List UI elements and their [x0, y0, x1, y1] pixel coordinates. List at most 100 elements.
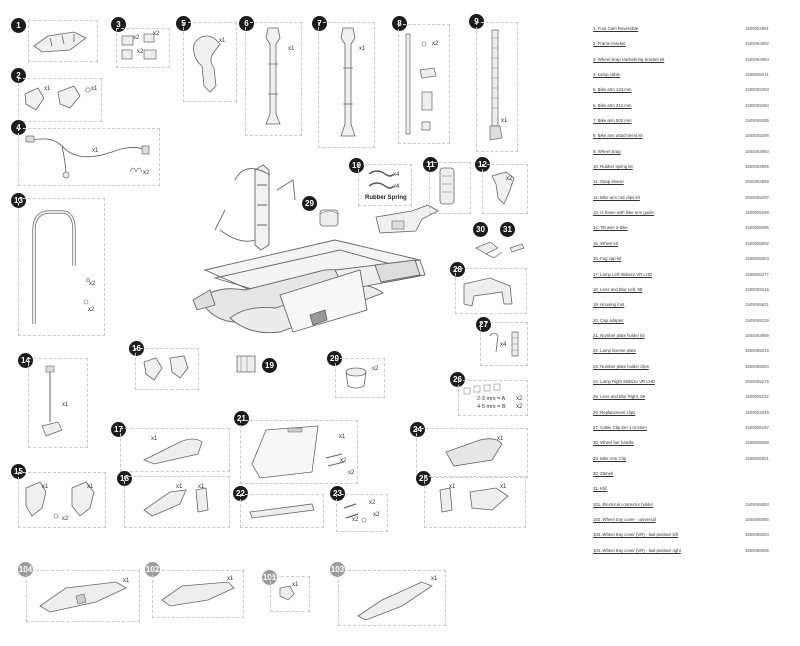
part-name[interactable]: 102. Wheel tray cover - universal [593, 517, 656, 522]
part-name[interactable]: 11. Strap sleeve [593, 179, 624, 185]
qty-15c: x2 [62, 516, 69, 522]
part-number: 1500055239 [745, 317, 769, 323]
part-number: 1500055003 [745, 256, 769, 262]
part-name[interactable]: 10. Rubber spring kit [593, 164, 633, 170]
qty-15a: x1 [42, 484, 49, 490]
part-name[interactable]: 19. Housing foot [593, 302, 625, 308]
part-name[interactable]: 16. Fog cap kit [593, 256, 622, 262]
part-box-25 [424, 476, 526, 528]
part-box-18 [124, 476, 230, 528]
part-name[interactable]: 4. Lamp cable [593, 72, 620, 78]
part-number: 1500055297 [745, 194, 769, 200]
qty-103: x1 [431, 576, 438, 582]
callout-7: 7 [312, 16, 327, 31]
qty-10b: x4 [393, 184, 400, 190]
part-number: 1500055197 [745, 424, 769, 430]
part-name[interactable]: 31. Klíč [593, 486, 608, 492]
electrical-connector-holder-drawing [279, 585, 295, 601]
qty-27: x4 [500, 342, 507, 348]
part-name[interactable]: 13. U-frame with bike arm guide [593, 210, 654, 216]
part-name[interactable]: 101. Electrical connector holder [593, 501, 654, 507]
u-frame-drawing [32, 210, 90, 324]
part-name[interactable]: 14. Tilt wire 2-bike [593, 225, 628, 231]
part-box-15 [18, 472, 106, 528]
callout-27: 27 [476, 317, 491, 332]
part-name[interactable]: 15. Wheel kit [593, 240, 618, 246]
qty-25a: x1 [449, 484, 456, 490]
parts-list-row: 30. Zämek [593, 471, 793, 486]
qty-13a: x2 [89, 281, 96, 287]
part-name[interactable]: 7. Bike arm 502 mm [593, 118, 632, 124]
part-box-13 [18, 198, 105, 336]
callout-19: 19 [262, 358, 277, 373]
part-name[interactable]: 3. Wheel strap ratchet/ring bracket kit [593, 56, 665, 62]
part-name[interactable]: 5. Bike arm 123 mm [593, 87, 632, 93]
part-name[interactable]: 20. Cap adapter [593, 317, 624, 323]
part-name[interactable]: 29. Bike Arm Clip [593, 455, 626, 461]
qty-2b: x1 [91, 86, 98, 92]
callout-21: 21 [234, 411, 249, 426]
lamp-right-drawing [445, 438, 503, 467]
strap-sleeve-drawing [439, 167, 455, 205]
part-name[interactable]: 9. Wheel strap [593, 148, 621, 154]
part-name[interactable]: 2. Frame bracket [593, 41, 626, 47]
part-name[interactable]: 8. Bike arm attachment kit [593, 133, 643, 139]
part-name[interactable]: 23. Number plate holder clips [593, 363, 649, 369]
part-name[interactable]: 21. Number plate holder kit [593, 332, 645, 338]
qty-23b: x2 [373, 512, 380, 518]
part-number: 1500054993 [745, 148, 769, 154]
qty-2a: x1 [44, 86, 51, 92]
parts-list-row: 104. Wheel tray cover (VR) - last positi… [593, 548, 793, 563]
lamp-left-drawing [143, 438, 203, 465]
part-name[interactable]: 1. Foot Cam Reversible [593, 26, 639, 31]
qty-15b: x1 [87, 484, 94, 490]
part-box-3 [116, 28, 170, 68]
part-name[interactable]: 25. Lens and Blur Right, 98 [593, 394, 646, 400]
wheel-tray-cover-universal-drawing [161, 581, 235, 607]
part-box-104 [26, 570, 140, 622]
qty-104: x1 [123, 578, 130, 584]
part-name[interactable]: 24. Lamp Right Midsize VR LHD [593, 378, 655, 384]
qty-3a: x2 [133, 35, 140, 41]
number-plate-holder-clips-drawing [343, 503, 367, 523]
qty-6: x1 [288, 46, 295, 52]
clamp-drawing [375, 204, 439, 234]
part-name[interactable]: 26. Replacement clips [593, 409, 636, 415]
qty-24: x1 [497, 436, 504, 442]
qty-21c: x2 [348, 470, 355, 476]
part-name[interactable]: 17. Lamp Left Midsize VR LHD [593, 271, 652, 277]
qty-9: x1 [501, 118, 508, 124]
callout-26: 26 [450, 372, 465, 387]
part-name[interactable]: 12. Bike arm rod clips kit [593, 194, 640, 200]
part-number: 1500055094 [745, 532, 769, 538]
qty-26a: x2 [516, 396, 523, 402]
part-name[interactable]: 27. Cable Clip Set 1+2.5mm [593, 424, 647, 430]
part-name[interactable]: 18. Lens and Blur Left, 98 [593, 286, 643, 292]
dimension-b-label: 4-5 mm = B [477, 404, 506, 410]
qty-5: x1 [219, 38, 226, 44]
part-number: 1500054994 [745, 56, 769, 62]
parts-list-row: 20. Cap adapter 1500055239 [593, 318, 793, 333]
parts-list-row: 14. Tilt wire 2-bike 1500055096 [593, 225, 793, 240]
part-number: 1500055096 [745, 225, 769, 231]
rubber-spring-drawing [368, 170, 394, 189]
part-name[interactable]: 30. Zämek [593, 470, 614, 476]
part-name[interactable]: 104. Wheel tray cover (VR) - last positi… [593, 547, 681, 553]
part-name[interactable]: 6. Bike arm 312 mm [593, 102, 632, 108]
part-name[interactable]: 22. Lamp license plate [593, 348, 636, 354]
part-name[interactable]: 30. Wheel bar handle [593, 440, 634, 446]
part-box-6 [245, 22, 302, 136]
part-number: 1500056095 [745, 547, 769, 553]
part-box-103 [338, 570, 446, 626]
callout-17: 17 [111, 422, 126, 437]
bike-carrier-assembly-drawing [192, 164, 426, 334]
callout-6: 6 [239, 16, 254, 31]
qty-101: x1 [292, 582, 299, 588]
part-name[interactable]: 103. Wheel tray cover (VR) - last positi… [593, 532, 679, 538]
